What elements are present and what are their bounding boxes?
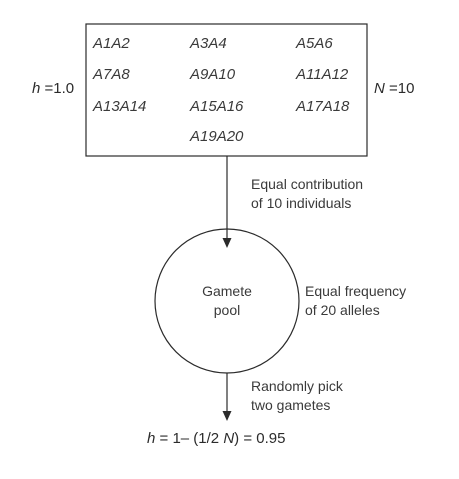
genotype-2: A3A4 [190,35,227,52]
gamete-pool-label-line-1: Gamete [202,283,252,299]
gamete-pool-label-line-2: pool [213,302,241,318]
heterozygosity-initial: h =1.0 [32,80,74,97]
genotype-7: A13A14 [93,98,147,115]
genotype-1: A1A2 [93,35,130,52]
allele-frequency-label-line-1: Equal frequency [305,283,407,299]
n-symbol: N [223,430,235,447]
result-expression-prefix: = 1– (1/2 [159,430,224,447]
contribution-label: Equal contribution of 10 individuals [251,175,363,213]
pick-gametes-label-line-2: two gametes [251,397,331,413]
equals-sign: = [389,80,398,97]
genotype-4: A7A8 [93,66,130,83]
allele-frequency-label-line-2: of 20 alleles [305,302,380,318]
gamete-pool-label: Gamete pool [177,282,277,320]
h-symbol: h [32,80,41,97]
genotype-9: A17A18 [296,98,350,115]
genotype-3: A5A6 [296,35,333,52]
contribution-label-line-2: of 10 individuals [251,195,352,211]
genotype-5: A9A10 [190,66,236,83]
genotype-6: A11A12 [296,66,349,83]
pick-gametes-label-line-1: Randomly pick [251,378,343,394]
heterozygosity-result: h = 1– (1/2 N) = 0.95 [147,430,285,447]
n-value: 10 [397,80,415,97]
genotype-10: A19A20 [190,128,244,145]
h-value: 1.0 [53,80,75,97]
contribution-label-line-1: Equal contribution [251,176,364,192]
n-symbol: N [374,80,385,97]
pick-gametes-label: Randomly pick two gametes [251,377,343,415]
genotype-8: A15A16 [190,98,244,115]
allele-frequency-label: Equal frequency of 20 alleles [305,282,406,320]
h-symbol: h [147,430,156,447]
population-size: N =10 [374,80,414,97]
arrow-contribution-head [222,238,232,248]
arrow-pick-head [222,411,232,421]
result-expression-suffix: ) = 0.95 [234,430,286,447]
equals-sign: = [44,80,54,97]
